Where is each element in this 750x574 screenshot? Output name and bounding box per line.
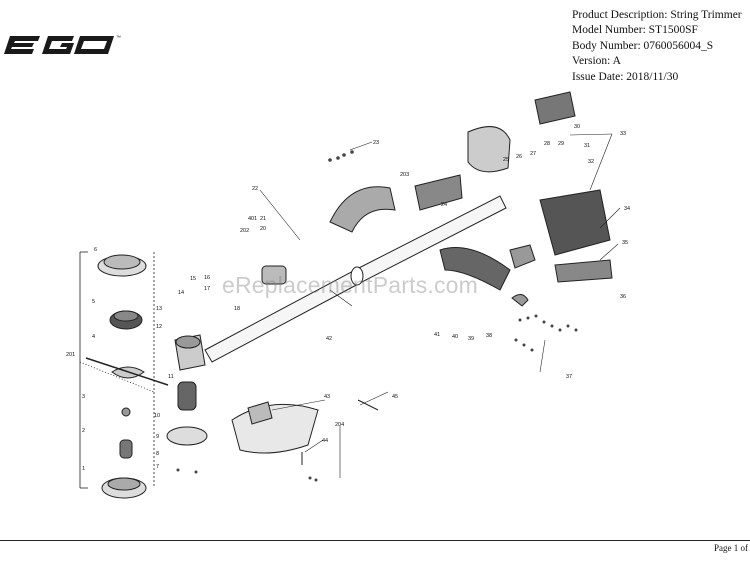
model-number: Model Number: ST1500SF — [572, 24, 698, 37]
callout-23: 23 — [373, 140, 379, 146]
callout-2: 2 — [82, 428, 85, 434]
ego-logo: ™ — [4, 35, 121, 54]
callout-26: 26 — [516, 154, 522, 160]
callout-11: 11 — [168, 374, 174, 380]
callout-4: 4 — [92, 334, 95, 340]
callout-10: 10 — [154, 413, 160, 419]
callout-24: 24 — [441, 202, 447, 208]
callout-15: 15 — [190, 276, 196, 282]
callout-203: 203 — [400, 172, 409, 178]
callout-204: 204 — [335, 422, 344, 428]
product-description: Product Description: String Trimmer — [572, 9, 742, 21]
callout-37: 37 — [566, 374, 572, 380]
callout-38: 38 — [486, 333, 492, 339]
callout-22: 22 — [252, 186, 258, 192]
callout-40: 40 — [452, 334, 458, 340]
callout-41: 41 — [434, 332, 440, 338]
callout-1: 1 — [82, 466, 85, 472]
handle-assembly — [261, 91, 613, 307]
callout-34: 34 — [624, 206, 630, 212]
callout-39: 39 — [468, 336, 474, 342]
callout-13: 13 — [156, 306, 162, 312]
watermark: eReplacementParts.com — [222, 272, 479, 298]
callout-17: 17 — [204, 286, 210, 292]
trimmer-head-assembly — [85, 254, 169, 499]
callout-8: 8 — [156, 451, 159, 457]
callout-33: 33 — [620, 131, 626, 137]
body-number: Body Number: 0760056004_S — [572, 39, 714, 52]
callout-12: 12 — [156, 324, 162, 330]
callout-36: 36 — [620, 294, 626, 300]
callout-16: 16 — [204, 275, 210, 281]
callout-44: 44 — [322, 438, 328, 444]
callout-5: 5 — [92, 299, 95, 305]
version: Version: A — [572, 55, 621, 68]
callout-201: 201 — [66, 352, 75, 358]
callout-35: 35 — [622, 240, 628, 246]
callout-45: 45 — [392, 394, 398, 400]
callout-14: 14 — [178, 290, 184, 296]
callout-18: 18 — [234, 306, 240, 312]
screws — [176, 150, 578, 482]
callout-9: 9 — [156, 434, 159, 440]
callout-31: 31 — [584, 143, 590, 149]
issue-date: Issue Date: 2018/11/30 — [572, 70, 679, 83]
callout-27: 27 — [530, 151, 536, 157]
callout-42: 42 — [326, 336, 332, 342]
callout-32: 32 — [588, 159, 594, 165]
callout-21: 21 — [260, 216, 266, 222]
callout-3: 3 — [82, 394, 85, 400]
callout-20: 20 — [260, 226, 266, 232]
product-info: Product Description: String Trimmer Mode… — [572, 8, 742, 85]
callout-202: 202 — [240, 228, 249, 234]
callout-labels: 1 2 3 4 5 6 7 8 9 10 11 12 13 14 15 16 1… — [66, 124, 630, 472]
callout-30: 30 — [574, 124, 580, 130]
callout-401: 401 — [248, 216, 257, 222]
debris-guard — [231, 399, 379, 465]
svg-text:™: ™ — [116, 35, 121, 41]
callout-43: 43 — [324, 394, 330, 400]
callout-25: 25 — [503, 157, 509, 163]
callout-6: 6 — [94, 247, 97, 253]
page-number: Page 1 of — [714, 543, 748, 553]
callout-7: 7 — [156, 464, 159, 470]
shaft-and-motor — [166, 195, 507, 446]
callout-29: 29 — [558, 141, 564, 147]
callout-28: 28 — [544, 141, 550, 147]
footer-divider — [0, 540, 750, 541]
